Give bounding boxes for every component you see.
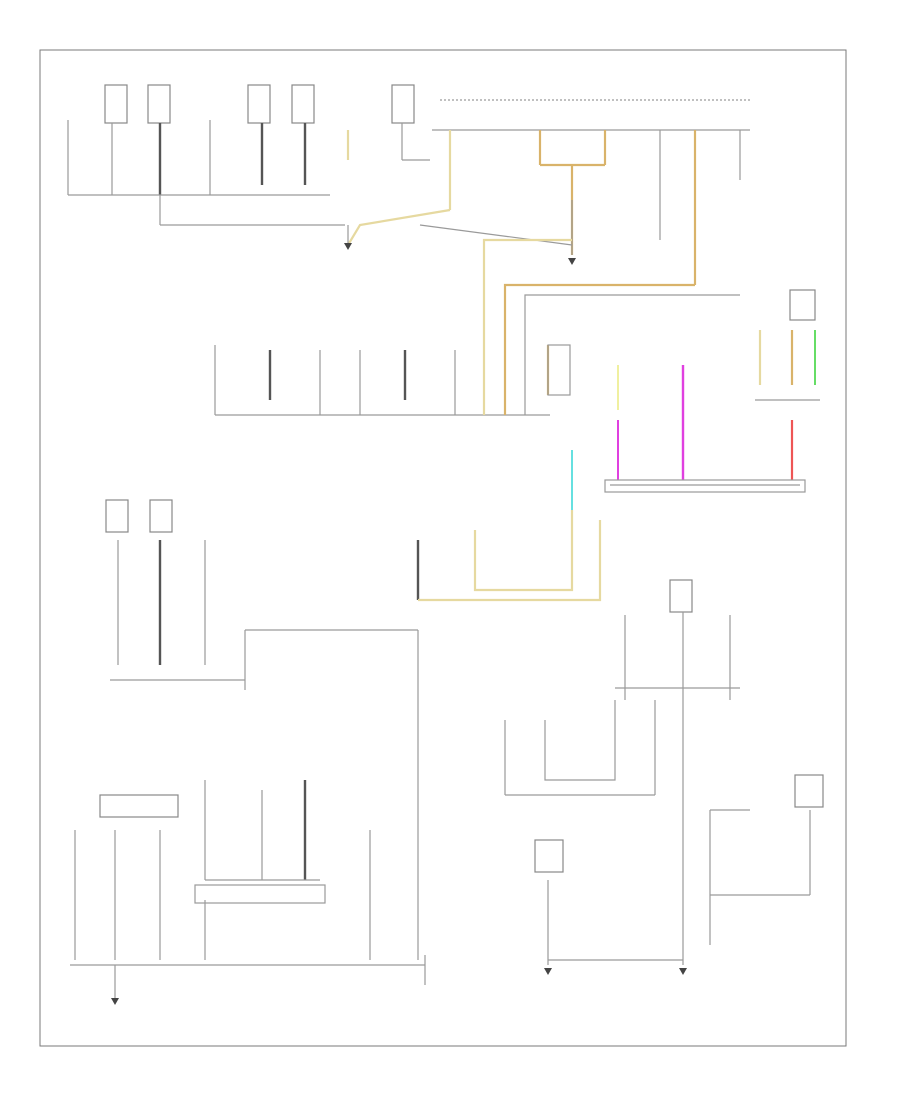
component-box bbox=[391, 84, 415, 124]
component-box bbox=[247, 84, 271, 124]
top-right-bus bbox=[347, 129, 750, 285]
ground-icon bbox=[544, 968, 552, 975]
right-lower bbox=[504, 579, 824, 965]
component-box bbox=[794, 774, 824, 808]
component-box bbox=[105, 499, 129, 533]
top-wires bbox=[67, 99, 750, 226]
bottom-center bbox=[534, 839, 683, 965]
left-middle bbox=[105, 499, 419, 960]
bottom-left bbox=[70, 780, 426, 1000]
center-wires bbox=[416, 510, 602, 602]
right-connector-block bbox=[571, 289, 820, 510]
ground-points-lower bbox=[111, 968, 687, 1005]
middle-connectors bbox=[214, 238, 740, 416]
component-box bbox=[99, 794, 179, 818]
component-box bbox=[789, 289, 816, 321]
component-box bbox=[534, 839, 564, 873]
ground-icon bbox=[679, 968, 687, 975]
component-box bbox=[147, 84, 171, 124]
component-box bbox=[291, 84, 315, 124]
top-components bbox=[104, 84, 415, 124]
diagram-frame bbox=[39, 49, 847, 1047]
ground-icon bbox=[568, 258, 576, 265]
component-box bbox=[104, 84, 128, 124]
ground-points-upper bbox=[344, 243, 576, 265]
component-box bbox=[669, 579, 693, 613]
ground-icon bbox=[344, 243, 352, 250]
ground-icon bbox=[111, 998, 119, 1005]
component-box bbox=[149, 499, 173, 533]
